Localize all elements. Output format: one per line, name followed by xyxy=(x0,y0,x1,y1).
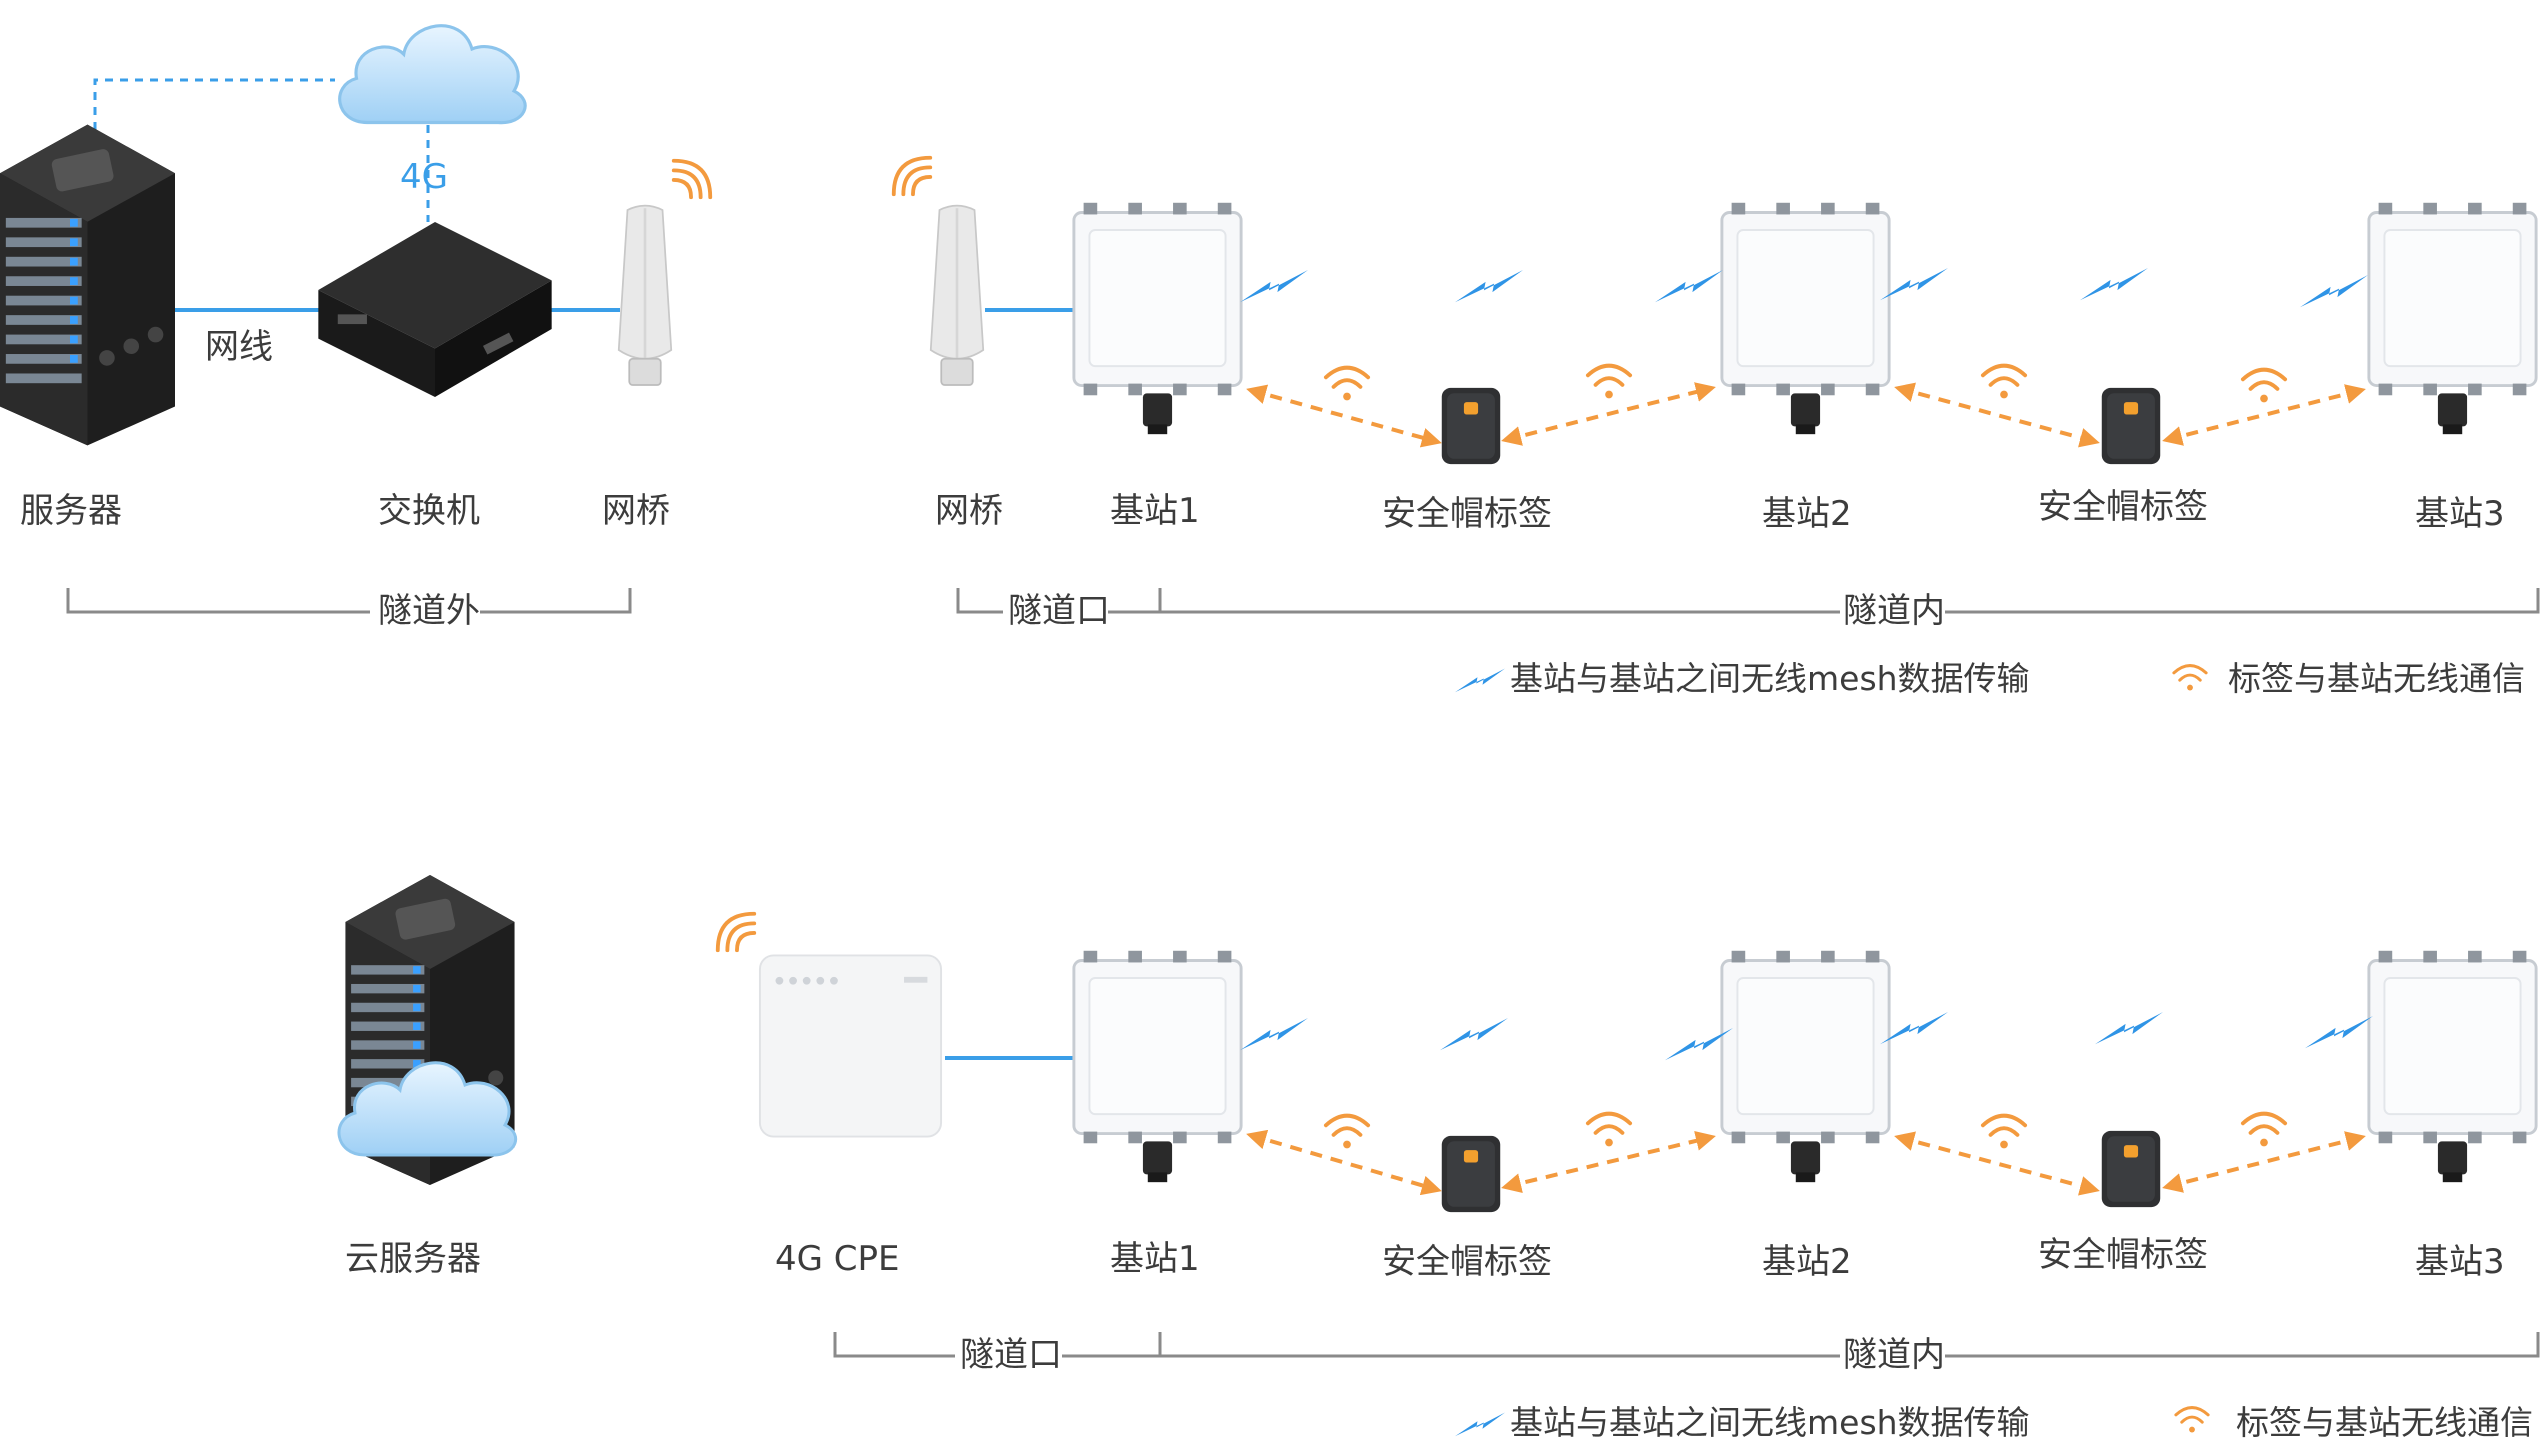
base-station-3-icon xyxy=(2367,201,2538,435)
base2-label: 基站2 xyxy=(1762,494,1852,534)
base-station-2-icon xyxy=(1720,201,1891,435)
bottom-tag2-label: 安全帽标签 xyxy=(2038,1235,2208,1275)
server-cloud-dashed-link xyxy=(93,78,335,160)
switch-icon xyxy=(318,222,552,397)
bottom-base1-label: 基站1 xyxy=(1110,1239,1200,1279)
cable-label: 网线 xyxy=(205,327,273,367)
bottom-tag-links xyxy=(1246,1129,2366,1196)
bottom-base-station-2-icon xyxy=(1720,949,1891,1183)
zone-entrance-label: 隧道口 xyxy=(1008,591,1110,631)
legend-mesh-label: 基站与基站之间无线mesh数据传输 xyxy=(1510,659,2030,698)
bridge-out-signal-icon xyxy=(671,158,713,200)
switch-label: 交换机 xyxy=(378,491,480,531)
server-rack-icon xyxy=(0,124,175,446)
base1-label: 基站1 xyxy=(1110,491,1200,531)
cpe-label: 4G CPE xyxy=(775,1239,900,1279)
tag-links xyxy=(1246,382,2366,448)
cpe-signal-icon xyxy=(715,911,757,953)
bottom-legend-signal-label: 标签与基站无线通信 xyxy=(2236,1403,2533,1442)
bridge-in-signal-icon xyxy=(891,155,933,197)
base-station-1-icon xyxy=(1072,201,1243,435)
zone-outside-label: 隧道外 xyxy=(378,591,480,631)
bottom-zone-inside-label: 隧道内 xyxy=(1843,1335,1945,1375)
top-diagram: 4G 网线 服务器 交换机 网桥 xyxy=(0,24,2540,698)
bottom-helmet-tag-2-icon xyxy=(2101,1130,2161,1208)
bottom-bracket-inside xyxy=(1160,1332,2540,1358)
server-label: 服务器 xyxy=(20,491,122,531)
bottom-legend-mesh-icon xyxy=(1455,1412,1505,1437)
bracket-outside xyxy=(66,588,632,614)
helmet-tag-2-icon xyxy=(2101,387,2161,465)
cloud-icon xyxy=(338,24,527,125)
tag1-label: 安全帽标签 xyxy=(1382,494,1552,534)
bottom-base2-label: 基站2 xyxy=(1762,1242,1852,1282)
bottom-legend-mesh-label: 基站与基站之间无线mesh数据传输 xyxy=(1510,1403,2030,1442)
uplink-4g-label: 4G xyxy=(400,157,448,197)
bottom-helmet-tag-1-icon xyxy=(1441,1135,1501,1213)
bottom-legend-signal-icon xyxy=(2174,1405,2210,1435)
bottom-base-station-3-icon xyxy=(2367,949,2538,1183)
cloud-server-label: 云服务器 xyxy=(345,1239,481,1279)
bridge-in-label: 网桥 xyxy=(935,491,1003,531)
bridge-out-icon xyxy=(617,204,673,387)
bridge-out-label: 网桥 xyxy=(602,491,670,531)
base3-label: 基站3 xyxy=(2415,494,2505,534)
zone-inside-label: 隧道内 xyxy=(1843,591,1945,631)
bottom-base-station-1-icon xyxy=(1072,949,1243,1183)
bottom-zone-entrance-label: 隧道口 xyxy=(960,1335,1062,1375)
bottom-base3-label: 基站3 xyxy=(2415,1242,2505,1282)
legend-signal-icon xyxy=(2172,663,2208,693)
tag2-label: 安全帽标签 xyxy=(2038,487,2208,527)
bridge-in-icon xyxy=(929,204,985,387)
bracket-inside xyxy=(1160,588,2540,614)
bottom-tag1-label: 安全帽标签 xyxy=(1382,1242,1552,1282)
helmet-tag-1-icon xyxy=(1441,387,1501,465)
legend-mesh-icon xyxy=(1455,668,1505,693)
bottom-diagram: 云服务器 4G CPE 基站1 xyxy=(337,875,2540,1442)
legend-signal-label: 标签与基站无线通信 xyxy=(2228,659,2525,698)
cpe-icon xyxy=(758,954,943,1138)
